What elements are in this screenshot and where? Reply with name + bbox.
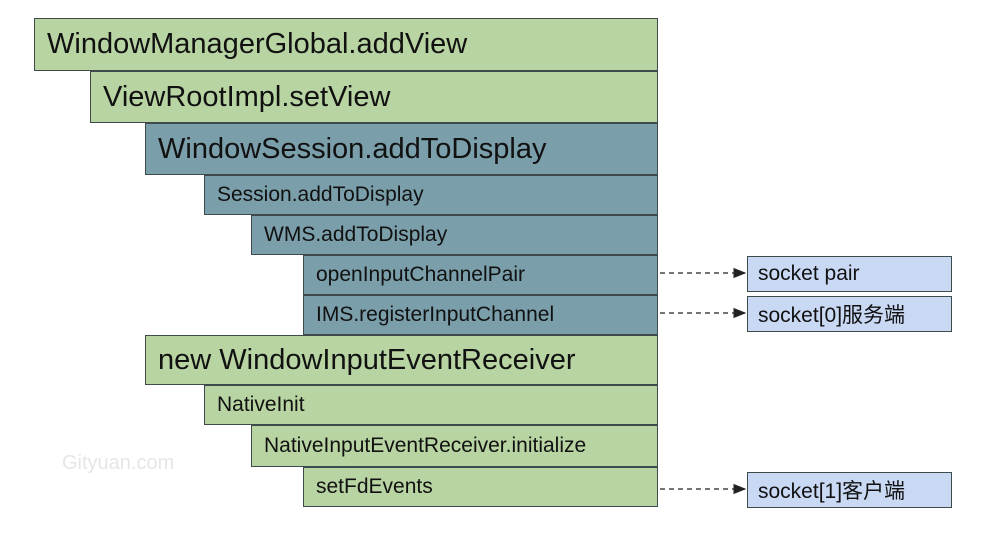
target-socket-0-server: socket[0]服务端 — [747, 296, 952, 332]
box-windowsession-addtodisplay: WindowSession.addToDisplay — [145, 123, 658, 175]
target-socket-pair: socket pair — [747, 256, 952, 292]
target-socket-1-client: socket[1]客户端 — [747, 472, 952, 508]
box-ims-registerinputchannel: IMS.registerInputChannel — [303, 295, 658, 335]
box-window-manager-global-addview: WindowManagerGlobal.addView — [34, 18, 658, 71]
box-nativeinit: NativeInit — [204, 385, 658, 425]
box-viewrootimpl-setview: ViewRootImpl.setView — [90, 71, 658, 123]
box-wms-addtodisplay: WMS.addToDisplay — [251, 215, 658, 255]
box-session-addtodisplay: Session.addToDisplay — [204, 175, 658, 215]
box-nativeinputeventreceiver-initialize: NativeInputEventReceiver.initialize — [251, 425, 658, 467]
watermark: Gityuan.com — [62, 452, 175, 474]
box-openinputchannelpair: openInputChannelPair — [303, 255, 658, 295]
box-new-windowinputeventreceiver: new WindowInputEventReceiver — [145, 335, 658, 385]
box-setfdevents: setFdEvents — [303, 467, 658, 507]
